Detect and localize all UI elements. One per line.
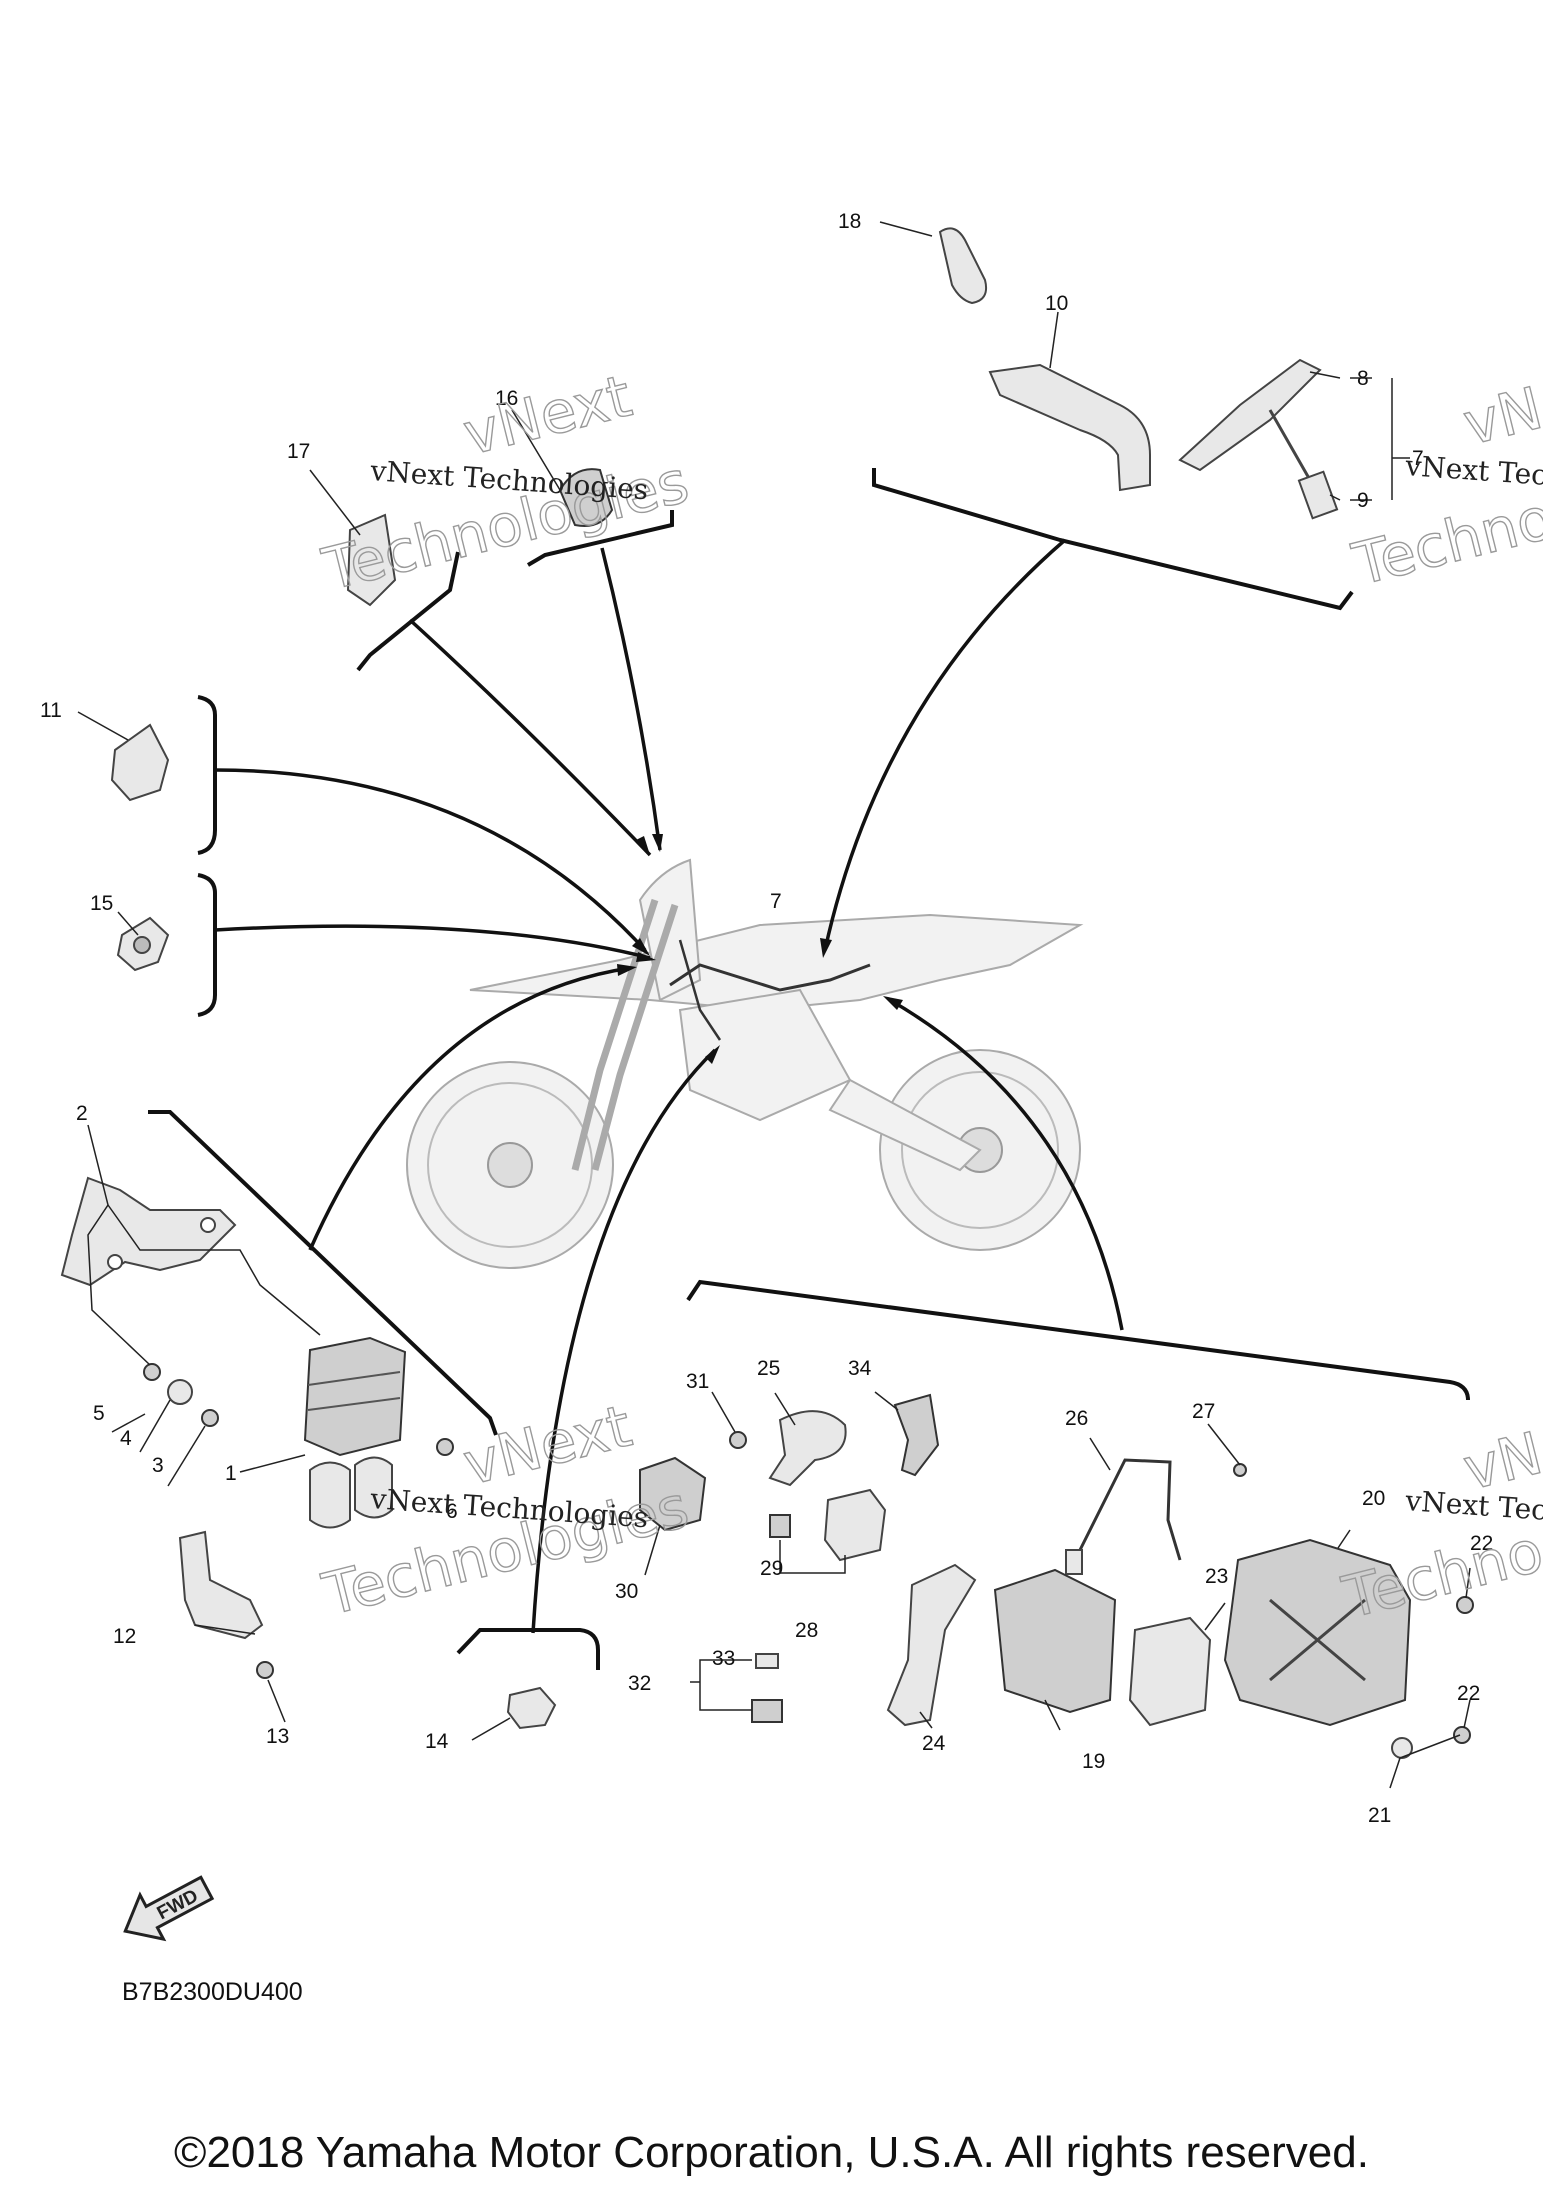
callout-22-lower: 22 (1457, 1682, 1480, 1705)
part-24-cover (886, 1563, 977, 1727)
callout-16: 16 (495, 387, 518, 410)
part-2-bracket (60, 1176, 237, 1287)
bracket-group-19 (686, 1279, 1470, 1401)
callout-5: 5 (93, 1402, 105, 1425)
part-7-sub-lead (1178, 358, 1339, 520)
callout-34: 34 (848, 1357, 872, 1380)
part-26-lead (1065, 1458, 1182, 1575)
callout-2: 2 (76, 1102, 88, 1125)
callout-25: 25 (757, 1357, 780, 1380)
callout-24: 24 (922, 1732, 946, 1755)
watermark-word: vNext (1457, 352, 1543, 459)
callout-6: 6 (446, 1500, 458, 1523)
part-30-sensor (639, 1456, 707, 1532)
callout-20: 20 (1362, 1487, 1385, 1510)
callout-7-bike: 7 (770, 890, 782, 913)
callout-11: 11 (40, 699, 62, 722)
part-25-clamp (768, 1410, 847, 1487)
callout-1: 1 (225, 1462, 237, 1485)
callout-23: 23 (1205, 1565, 1228, 1588)
bracket-group-1 (148, 1110, 498, 1436)
callout-numbers: 18 10 8 9 7 16 17 11 15 7 2 5 4 3 1 6 12… (40, 210, 1493, 1827)
callout-18: 18 (838, 210, 861, 233)
bracket-group-7 (872, 468, 1354, 611)
part-19-case (993, 1568, 1117, 1714)
callout-8: 8 (1357, 367, 1369, 390)
callout-27: 27 (1192, 1400, 1215, 1423)
part-28-relay (769, 1488, 887, 1562)
callout-4: 4 (120, 1427, 132, 1450)
callout-14: 14 (425, 1730, 449, 1753)
callout-15: 15 (90, 892, 113, 915)
callout-28: 28 (795, 1619, 818, 1642)
bracket-group-11 (197, 695, 217, 855)
leader-lines (77, 221, 1471, 1789)
callout-7-group: 7 (1412, 447, 1424, 470)
callout-22-upper: 22 (1470, 1532, 1493, 1555)
callout-31: 31 (686, 1370, 709, 1393)
part-11-connector (110, 723, 170, 802)
part-33-relay (751, 1653, 783, 1723)
fwd-arrow-icon: FWD (123, 1875, 215, 1942)
bracket-group-16 (526, 510, 674, 567)
motorcycle-illustration (406, 858, 1084, 1269)
watermark-word: Techno (1346, 484, 1543, 599)
bracket-group-15 (197, 873, 217, 1017)
part-18-clip (938, 227, 988, 305)
callout-33: 33 (712, 1647, 735, 1670)
diagram-code: B7B2300DU400 (122, 1978, 303, 2006)
part-23-pad (1128, 1616, 1212, 1727)
callout-3: 3 (152, 1454, 164, 1477)
part-15-switch (116, 916, 170, 972)
part-16-sensor (558, 468, 614, 527)
pointer-arrows (214, 538, 1124, 1634)
callout-10: 10 (1045, 292, 1068, 315)
watermark-word: Techno (1336, 1517, 1543, 1632)
part-14-bolt (506, 1686, 557, 1730)
part-12-bracket (178, 1530, 264, 1640)
callout-21: 21 (1368, 1804, 1391, 1827)
watermark-word: vNext (457, 362, 638, 469)
small-fasteners (143, 1363, 1474, 1759)
part-17-sensor (346, 513, 397, 607)
callout-26: 26 (1065, 1407, 1088, 1430)
bracket-group-17 (356, 551, 460, 672)
copyright-notice: ©2018 Yamaha Motor Corporation, U.S.A. A… (174, 2128, 1369, 2177)
callout-30: 30 (615, 1580, 638, 1603)
callout-32: 32 (628, 1672, 651, 1695)
bracket-group-14 (456, 1628, 600, 1670)
part-20-ecu (1223, 1538, 1412, 1727)
callout-12: 12 (113, 1625, 136, 1648)
part-10-wire-lead (988, 363, 1151, 492)
callout-17: 17 (287, 440, 310, 463)
callout-13: 13 (266, 1725, 289, 1748)
part-1-rectifier (303, 1336, 407, 1529)
callout-9: 9 (1357, 489, 1369, 512)
callout-29: 29 (760, 1557, 783, 1580)
callout-19: 19 (1082, 1750, 1105, 1773)
part-34-band (893, 1393, 940, 1477)
